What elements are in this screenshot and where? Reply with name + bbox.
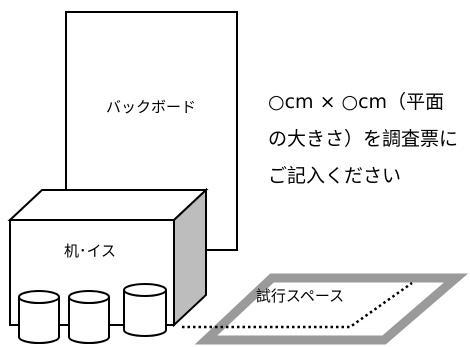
backboard-label: バックボード <box>106 98 196 116</box>
chair-3 <box>123 283 167 337</box>
note-line-1: ○cm × ○cm（平面 <box>268 91 444 113</box>
size-instruction-note: ○cm × ○cm（平面 の大きさ）を調査票に ご記入ください <box>268 91 458 187</box>
trial-space-floor <box>194 273 469 345</box>
desk-label: 机･イス <box>64 242 116 260</box>
desk-top <box>7 189 209 221</box>
note-line-3: ご記入ください <box>268 165 401 187</box>
trial-space-dotted-boundary <box>182 281 413 329</box>
chair-2 <box>68 290 110 344</box>
chair-1 <box>18 290 60 344</box>
note-line-2: の大きさ）を調査票に <box>268 128 458 150</box>
trial-space-label: 試行スペース <box>256 287 344 305</box>
